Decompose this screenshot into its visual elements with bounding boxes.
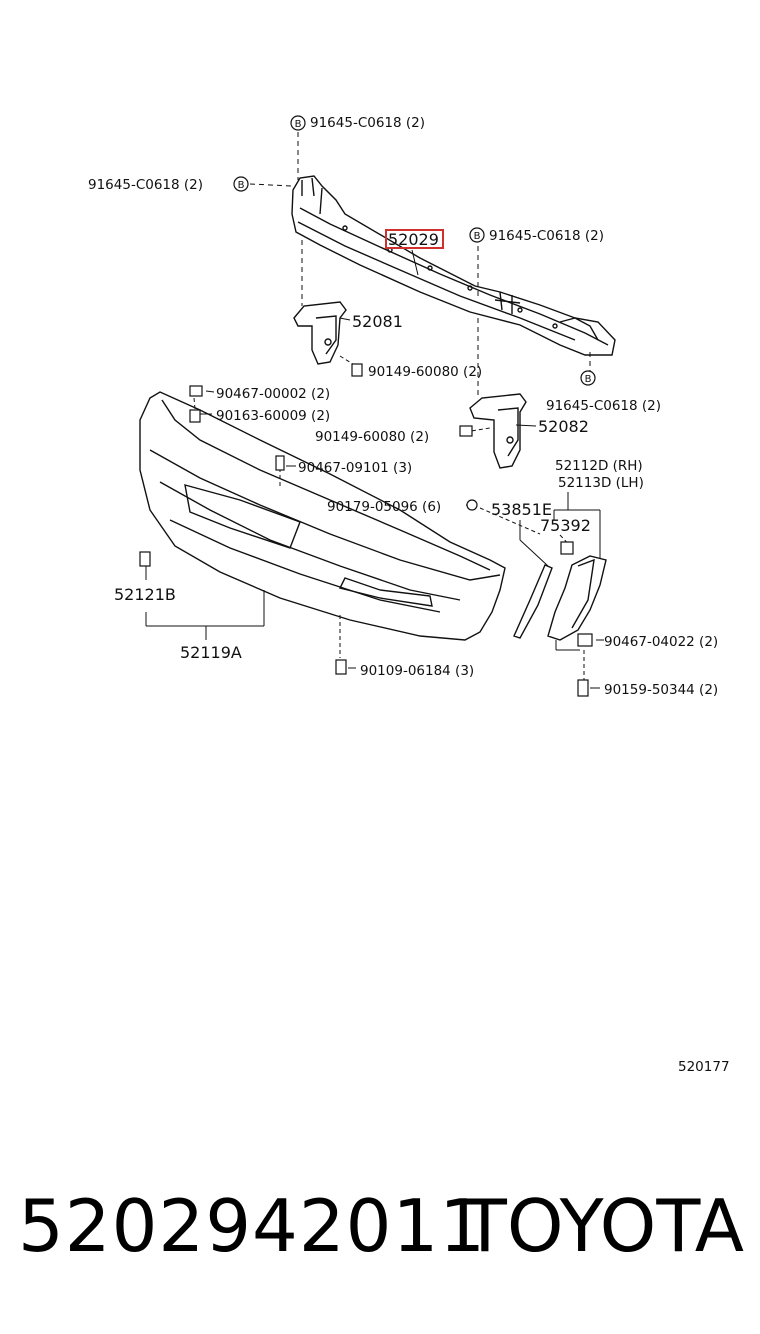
fasteners (139, 115, 596, 697)
bolt-icon (469, 227, 485, 243)
svg-text:B: B (474, 231, 481, 242)
clip-icon (466, 499, 478, 511)
screw-icon (577, 679, 589, 697)
label-90159: 90159-50344 (2) (604, 682, 718, 698)
svg-text:B: B (585, 374, 592, 385)
label-90149-upper: 90149-60080 (2) (368, 364, 482, 380)
svg-text:B: B (238, 180, 245, 191)
highlight-box (385, 229, 444, 249)
clip-icon (275, 455, 285, 471)
bolt-icon (351, 363, 363, 377)
label-52121B: 52121B (114, 585, 176, 604)
bolt-icon (459, 425, 473, 437)
bolt-icon (290, 115, 306, 131)
label-75392: 75392 (540, 516, 591, 535)
footer-part-number: 5202942011 (18, 1184, 487, 1268)
label-90467-00002: 90467-00002 (2) (216, 386, 330, 402)
label-90179: 90179-05096 (6) (327, 499, 441, 515)
bolt-symbols: B B B B (238, 119, 592, 385)
footer-brand: TOYOTA (462, 1184, 744, 1268)
label-52082: 52082 (538, 417, 589, 436)
clip-icon (189, 385, 203, 397)
label-52112D: 52112D (RH) (555, 458, 643, 474)
svg-text:B: B (295, 119, 302, 130)
label-52113D: 52113D (LH) (558, 475, 644, 491)
label-52119A: 52119A (180, 643, 242, 662)
screw-icon (189, 409, 201, 423)
bumper-extension-52112D[interactable] (547, 555, 607, 641)
part-labels: 91645-C0618 (2) 91645-C0618 (2) 52029 91… (88, 115, 730, 1075)
moulding-53851E[interactable] (513, 564, 553, 639)
label-90467-09101: 90467-09101 (3) (298, 460, 412, 476)
label-90149-lower: 90149-60080 (2) (315, 429, 429, 445)
label-90163: 90163-60009 (2) (216, 408, 330, 424)
bolt-icon (580, 370, 596, 386)
clip-icon (139, 551, 151, 567)
label-bolt-right: 91645-C0618 (2) (489, 228, 604, 244)
label-bolt-lower-right: 91645-C0618 (2) (546, 398, 661, 414)
retainer-icon (560, 541, 574, 555)
diagram-id: 520177 (678, 1059, 730, 1075)
label-bolt-top: 91645-C0618 (2) (310, 115, 425, 131)
screw-icon (335, 659, 347, 675)
bracket-52081[interactable] (293, 301, 347, 365)
leader-lines (145, 132, 604, 689)
bolt-icon (233, 176, 249, 192)
label-53851E: 53851E (491, 500, 552, 519)
clip-icon (577, 633, 593, 647)
label-52081: 52081 (352, 312, 403, 331)
bumper-cover-52119A[interactable] (139, 391, 506, 641)
bracket-52082[interactable] (469, 393, 527, 469)
label-90109: 90109-06184 (3) (360, 663, 474, 679)
label-52029: 52029 (388, 230, 439, 249)
bumper-reinforcement-52029[interactable] (291, 175, 616, 356)
label-bolt-left: 91645-C0618 (2) (88, 177, 203, 193)
label-90467-04022: 90467-04022 (2) (604, 634, 718, 650)
